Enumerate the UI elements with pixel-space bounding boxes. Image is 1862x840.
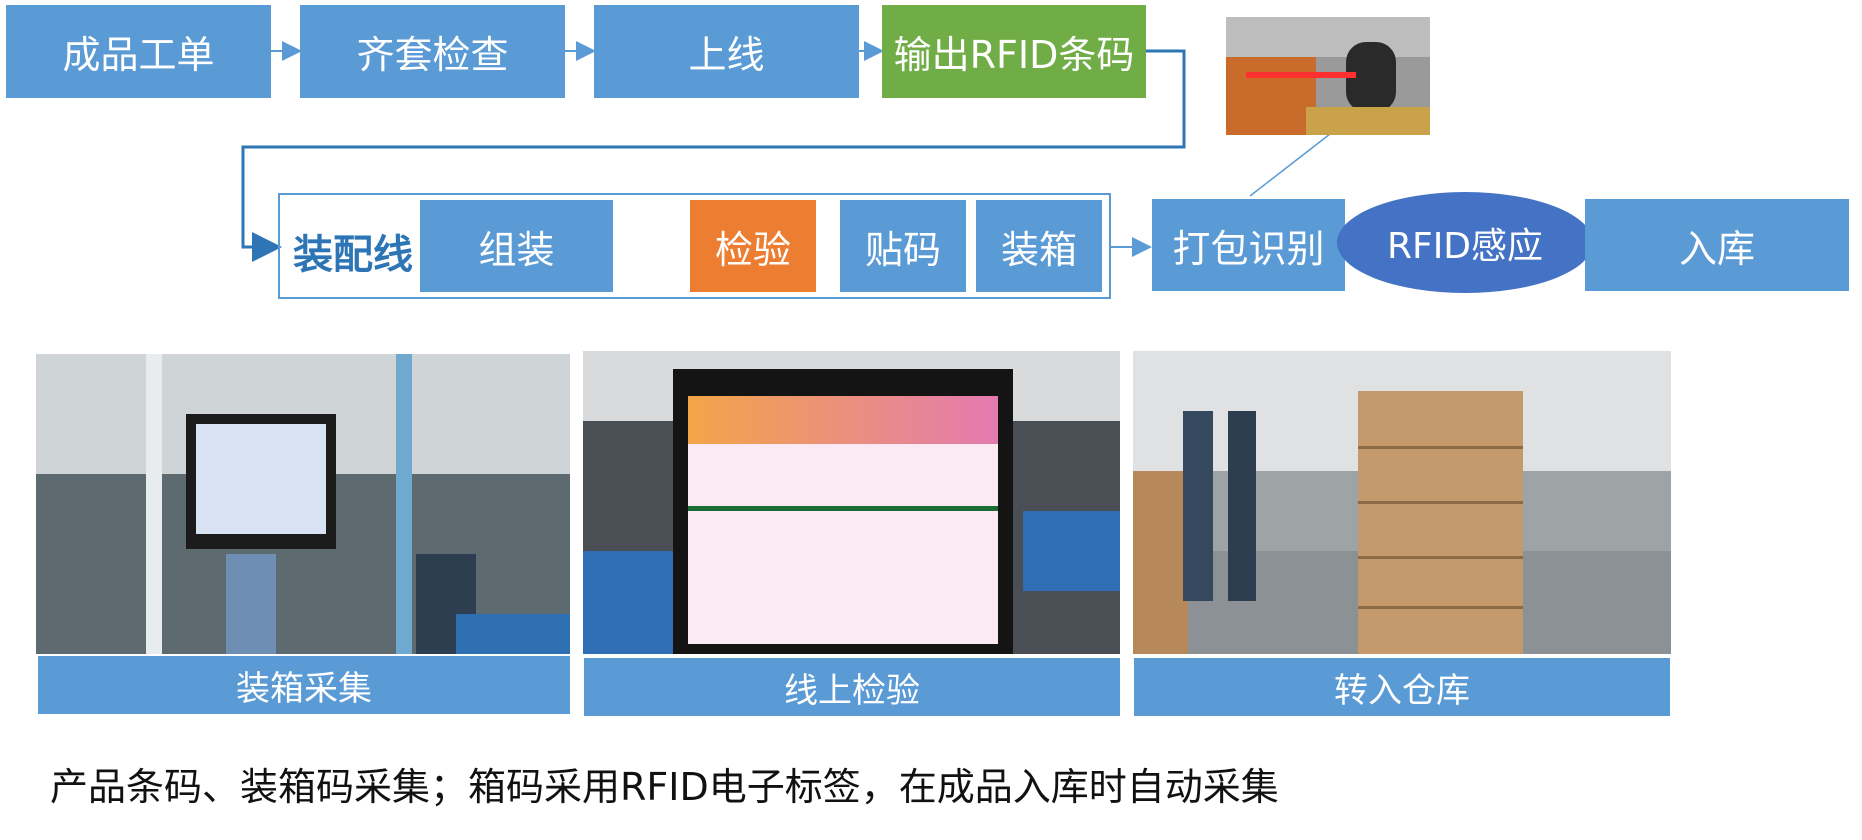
- step-label: 贴码: [840, 200, 966, 292]
- rfid-reader-photo: [1226, 17, 1430, 135]
- caption-warehouse: 转入仓库: [1134, 658, 1670, 716]
- step-online: 上线: [594, 5, 859, 98]
- step-rfid-barcode: 输出RFID条码: [882, 5, 1146, 98]
- assembly-line-label: 装配线: [293, 232, 413, 278]
- step-kit-check: 齐套检查: [300, 5, 565, 98]
- step-inspect: 检验: [690, 200, 816, 292]
- caption-boxing-collection: 装箱采集: [38, 656, 570, 714]
- footer-note: 产品条码、装箱码采集；箱码采用RFID电子标签，在成品入库时自动采集: [50, 765, 1279, 809]
- assembly-line-frame: [278, 193, 1111, 299]
- rfid-sense-ellipse: RFID感应: [1337, 192, 1593, 293]
- online-inspection-photo: [583, 351, 1120, 654]
- boxing-collection-photo: [36, 354, 570, 654]
- step-boxing: 装箱: [976, 200, 1102, 292]
- step-pack-identify: 打包识别: [1152, 199, 1345, 291]
- connector-rfid-to-line: [241, 49, 1186, 262]
- step-warehouse-in: 入库: [1585, 199, 1849, 291]
- step-work-order: 成品工单: [6, 5, 271, 98]
- step-assemble: 组装: [420, 200, 613, 292]
- caption-online-inspection: 线上检验: [584, 658, 1120, 716]
- callout-line: [1249, 133, 1331, 197]
- warehouse-photo: [1133, 351, 1671, 654]
